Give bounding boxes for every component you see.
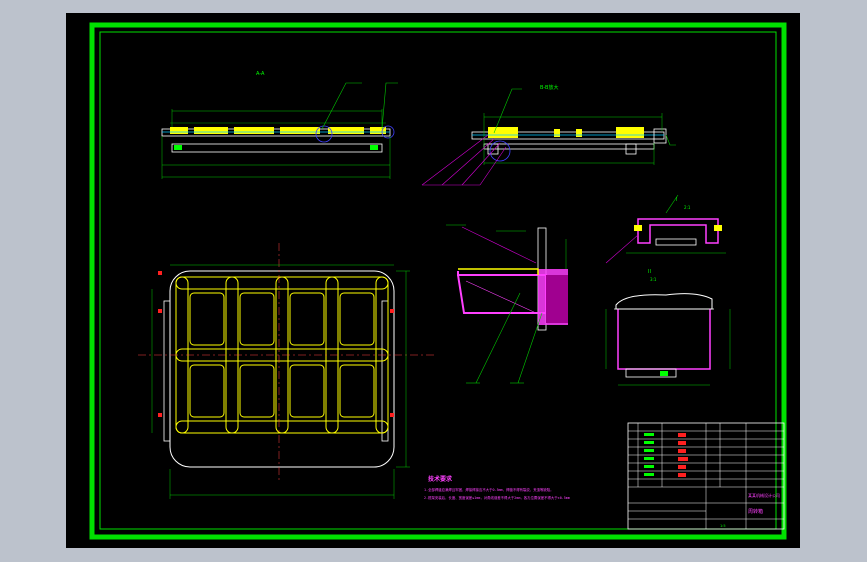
title-block-company: 某某机械设计公司	[748, 492, 780, 498]
inner-frame	[99, 31, 777, 530]
section-scale-ii: 3:1	[650, 277, 657, 282]
detail-scale-i: 2:1	[684, 205, 691, 210]
outer-frame	[89, 22, 787, 540]
view-label-a-a: A-A	[256, 71, 265, 77]
detail-label-i: I	[676, 197, 677, 203]
tech-requirements: 技术要求 1.全部焊缝应满焊且牢固，焊接焊接应不大于0.5mm，焊缝不得有裂纹、…	[424, 475, 570, 500]
cad-drawing: A-A B-B放大	[89, 22, 787, 540]
section-label-ii: II	[648, 269, 651, 275]
section-detail	[446, 224, 568, 384]
view-a-a: A-A	[161, 71, 398, 179]
title-block: 某某机械设计公司 周转箱 1:5	[627, 422, 785, 530]
plan-view	[138, 243, 436, 499]
drawing-sheet: A-A B-B放大	[66, 13, 800, 548]
view-b-b: B-B放大	[421, 84, 676, 186]
tech-req-line-1: 1.全部焊缝应满焊且牢固，焊接焊接应不大于0.5mm，焊缝不得有裂纹、夹渣等缺陷…	[424, 487, 554, 492]
title-block-scale: 1:5	[720, 524, 726, 528]
title-block-name: 周转箱	[748, 508, 763, 515]
tech-req-title: 技术要求	[428, 475, 453, 483]
section-ii: II 3:1	[605, 269, 731, 386]
view-label-b-b: B-B放大	[540, 84, 559, 91]
detail-i: I 2:1	[605, 194, 726, 264]
tech-req-line-2: 2.框架安装后，长度、宽度误差≤1mm，对角线误差不得大于2mm，各孔位置误差不…	[424, 495, 570, 500]
